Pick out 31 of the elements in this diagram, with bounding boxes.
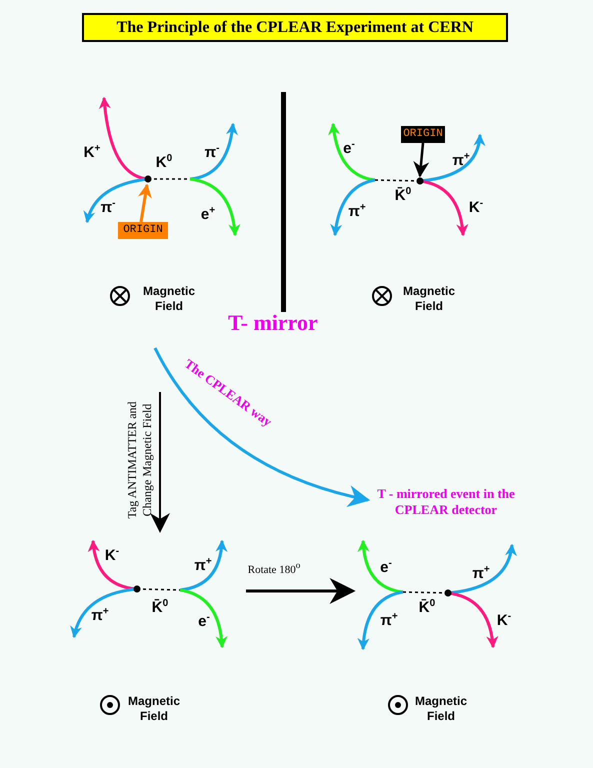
particle-label: K$^{-}$ [104,547,120,563]
particle-label: π$^{+}$ [194,557,212,573]
particle-label: e$^{-}$ [380,559,392,575]
edge-label: Tag ANTIMATTER and Change Magnetic Field [125,400,155,521]
particle-label: K$^{-}$ [468,199,484,215]
particle-label: π$^{-}$ [204,144,220,160]
particle-label: K$^{-}$ [496,612,512,628]
particle-label: π$^{+}$ [91,607,109,623]
origin-tag: ORIGIN [401,126,445,143]
field-label: Magnetic Field [414,694,468,724]
particle-label: K̄$^{0}$ [418,599,436,615]
field-label: Magnetic Field [142,284,196,314]
edge-label: Rotate 180$^{o}$ [248,560,300,576]
mirror-title: T- mirror [228,310,318,336]
field-label: Magnetic Field [402,284,456,314]
particle-label: K$^{0}$ [156,154,172,170]
particle-label: K̄$^{0}$ [152,599,168,615]
particle-label: e$^{-}$ [343,140,355,156]
field-label: Magnetic Field [126,694,181,724]
particle-label: e$^{+}$ [200,206,216,222]
particle-label: K̄$^{0}$ [394,187,412,203]
particle-label: π$^{+}$ [452,152,470,168]
particle-label: K$^{+}$ [84,144,100,160]
particle-label: π$^{+}$ [348,203,366,219]
event-caption: T - mirrored event in the CPLEAR detector [372,486,520,524]
title: The Principle of the CPLEAR Experiment at CERN [82,13,508,42]
particle-label: π$^{-}$ [100,199,116,215]
particle-label: e$^{-}$ [198,613,210,629]
particle-label: π$^{+}$ [380,612,398,628]
particle-label: π$^{+}$ [472,565,490,581]
origin-tag: ORIGIN [118,222,168,239]
